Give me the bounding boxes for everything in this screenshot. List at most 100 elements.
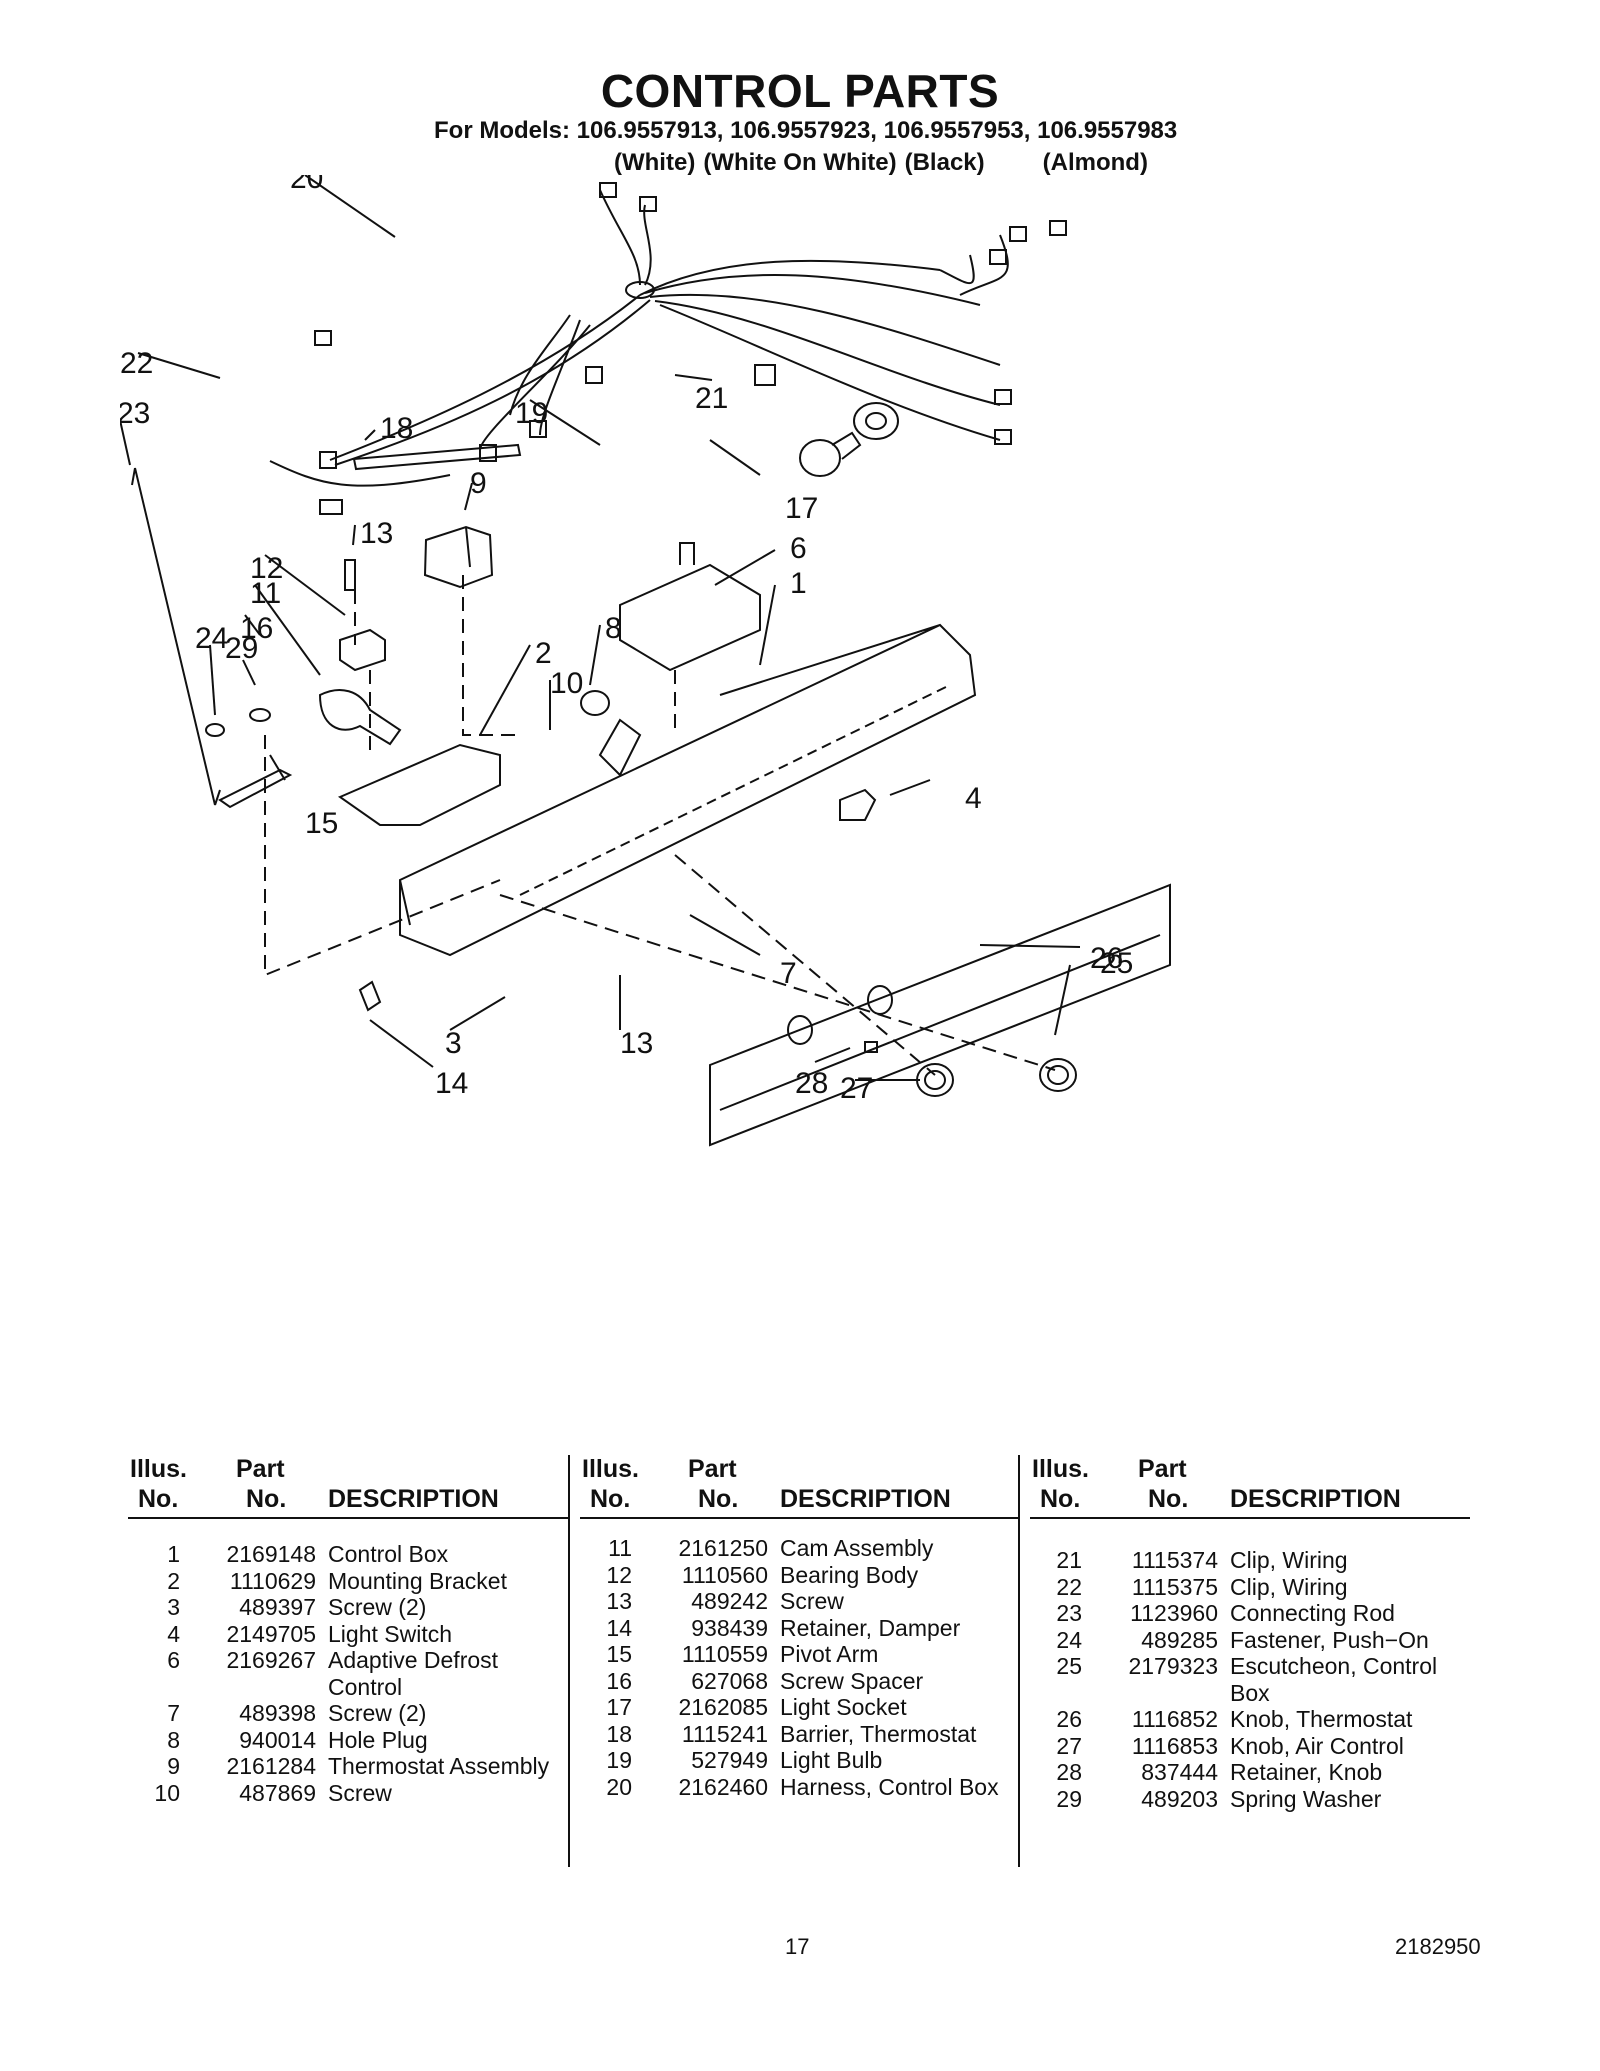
cam-assembly xyxy=(318,689,402,746)
part-number: 1110559 xyxy=(681,1641,768,1667)
part-number: 1115374 xyxy=(1131,1547,1218,1573)
models-line: For Models: 106.9557913, 106.9557923, 10… xyxy=(434,117,1178,144)
part-number: 1116853 xyxy=(1131,1732,1218,1759)
illus-number: 8 xyxy=(167,1726,180,1753)
callout-3: 3 xyxy=(445,1027,462,1060)
callout-12: 12 xyxy=(250,552,283,585)
callout-23: 23 xyxy=(120,397,150,430)
part-number: 938439 xyxy=(691,1614,768,1641)
part-description: Mounting Bracket xyxy=(328,1567,507,1594)
table-header: Illus. No. Part No. DESCRIPTION xyxy=(580,1455,1020,1519)
mounting-bracket xyxy=(337,743,501,826)
header-illus-no: No. xyxy=(1040,1485,1081,1513)
part-description: Barrier, Thermostat xyxy=(780,1720,977,1747)
leader-lines xyxy=(120,175,1081,1081)
knob-thermostat xyxy=(1039,1058,1077,1092)
part-description: Connecting Rod xyxy=(1230,1600,1395,1626)
column-divider xyxy=(1018,1455,1020,1867)
callout-24: 24 xyxy=(195,622,228,655)
part-number: 2161284 xyxy=(226,1753,316,1779)
callout-20: 20 xyxy=(290,175,323,195)
callout-27: 27 xyxy=(840,1072,873,1105)
part-number: 2169148 xyxy=(226,1541,316,1567)
wiring-clip-22 xyxy=(319,499,343,515)
part-description: Hole Plug xyxy=(328,1726,428,1753)
part-description: Harness, Control Box xyxy=(780,1773,999,1800)
part-description: Control Box xyxy=(328,1541,449,1567)
light-bulb xyxy=(799,431,862,477)
illus-number: 25 xyxy=(1056,1653,1082,1679)
color-white-on-white: (White On White) xyxy=(703,149,897,176)
callout-15: 15 xyxy=(305,807,338,840)
header-illus-no: No. xyxy=(590,1485,631,1513)
part-description: Thermostat Assembly xyxy=(328,1753,550,1779)
illus-number: 9 xyxy=(167,1753,180,1779)
part-number: 489285 xyxy=(1141,1626,1218,1653)
header-part: Part xyxy=(688,1455,737,1483)
illus-number: 28 xyxy=(1056,1759,1082,1785)
illus-number: 16 xyxy=(606,1667,632,1694)
illus-number: 14 xyxy=(606,1614,632,1641)
adaptive-defrost-control xyxy=(619,542,761,672)
callout-13: 13 xyxy=(620,1027,653,1060)
illus-number: 22 xyxy=(1056,1573,1082,1600)
part-description: Clip, Wiring xyxy=(1230,1547,1348,1573)
connecting-rod xyxy=(131,467,221,806)
part-description: Retainer, Knob xyxy=(1230,1759,1383,1785)
part-description: Pivot Arm xyxy=(780,1641,879,1667)
part-number: 837444 xyxy=(1141,1759,1218,1785)
illus-number: 7 xyxy=(167,1700,180,1726)
callout-9: 9 xyxy=(470,467,487,500)
part-number: 487869 xyxy=(239,1779,316,1806)
header-part: Part xyxy=(236,1455,285,1483)
illus-number: 6 xyxy=(167,1647,180,1673)
page-title: CONTROL PARTS xyxy=(600,65,1000,117)
illus-number: 18 xyxy=(606,1720,632,1747)
callout-22: 22 xyxy=(120,347,153,380)
illus-number: 21 xyxy=(1056,1547,1082,1573)
part-number: 1110560 xyxy=(681,1561,768,1588)
illus-number: 29 xyxy=(1056,1785,1082,1812)
header-part-no: No. xyxy=(698,1485,739,1513)
part-number: 1115375 xyxy=(1131,1573,1218,1600)
part-number: 489397 xyxy=(239,1594,316,1620)
part-number: 1123960 xyxy=(1130,1600,1218,1626)
illus-number: 13 xyxy=(606,1588,632,1614)
hole-plug xyxy=(580,690,610,716)
callout-11: 11 xyxy=(250,577,281,610)
callout-13: 13 xyxy=(360,517,393,550)
callout-28: 28 xyxy=(795,1067,828,1100)
table-row: 9 2161284 Thermostat Assembly xyxy=(128,1753,568,1780)
part-number: 2162085 xyxy=(678,1694,768,1720)
part-number: 1116852 xyxy=(1131,1706,1218,1732)
header-illus: Illus. xyxy=(582,1455,639,1483)
part-number: 1110629 xyxy=(229,1567,316,1594)
illus-number: 26 xyxy=(1056,1706,1082,1732)
part-number: 2149705 xyxy=(226,1620,316,1647)
spring-washer xyxy=(249,708,271,722)
part-description: Screw xyxy=(780,1588,844,1614)
thermostat-assembly xyxy=(423,525,494,589)
page-number: 17 xyxy=(785,1934,810,1959)
control-box xyxy=(399,623,977,957)
part-description: Light Socket xyxy=(780,1694,907,1720)
table-row: 21 1115374 Clip, Wiring xyxy=(1030,1547,1470,1574)
part-number: 2161250 xyxy=(678,1535,768,1561)
part-number: 489203 xyxy=(1141,1785,1218,1812)
